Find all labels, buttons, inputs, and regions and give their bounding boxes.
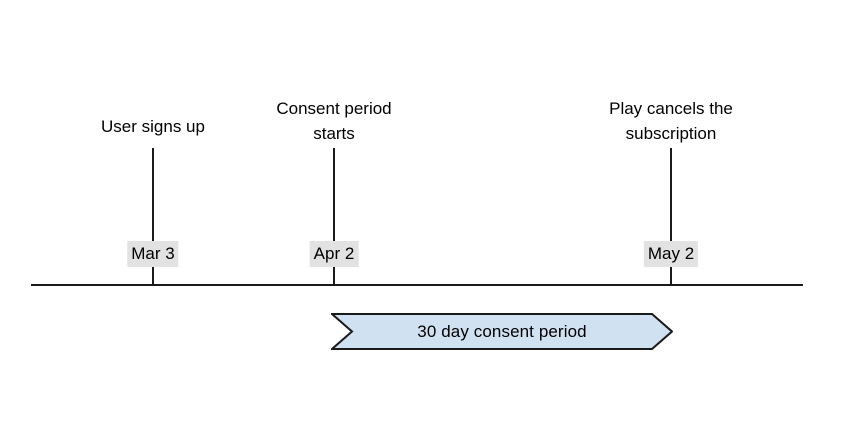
event-date-play-cancels-subscription: May 2 bbox=[643, 241, 699, 267]
event-label-line-1: Consent period bbox=[276, 99, 392, 118]
event-label-line-2: starts bbox=[313, 124, 355, 143]
event-label-line-2: subscription bbox=[625, 124, 717, 143]
event-tick-user-signs-up bbox=[152, 148, 154, 285]
event-tick-consent-period-starts bbox=[333, 148, 335, 285]
consent-period-banner: 30 day consent period bbox=[331, 313, 673, 350]
consent-period-banner-label: 30 day consent period bbox=[417, 321, 587, 341]
event-label-user-signs-up: User signs up bbox=[101, 117, 205, 136]
event-label-consent-period-starts: Consent period starts bbox=[276, 96, 391, 146]
event-tick-play-cancels-subscription bbox=[670, 148, 672, 285]
event-label-line-1: Play cancels the bbox=[609, 99, 733, 118]
timeline-axis-line bbox=[31, 284, 803, 286]
event-date-user-signs-up: Mar 3 bbox=[127, 241, 179, 267]
event-label-play-cancels-subscription: Play cancels the subscription bbox=[609, 96, 733, 146]
consent-period-banner-shape bbox=[331, 313, 673, 350]
event-date-consent-period-starts: Apr 2 bbox=[309, 241, 359, 267]
